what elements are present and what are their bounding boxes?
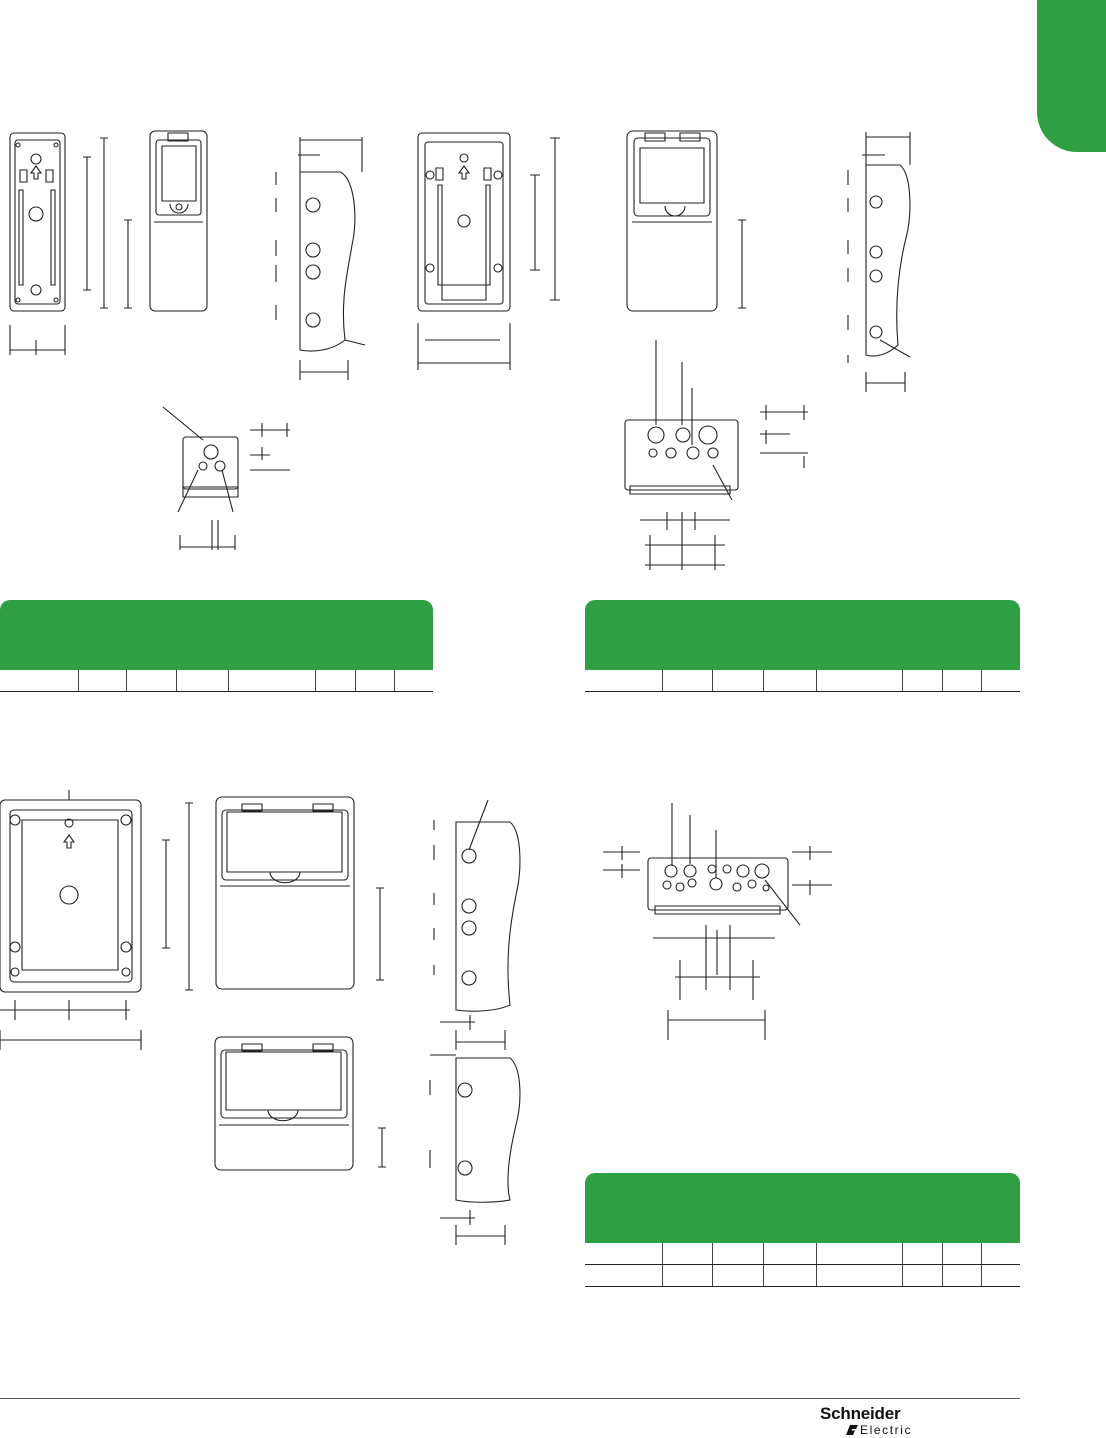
drawing-enclosure-1-front xyxy=(124,131,207,311)
footer-rule xyxy=(0,1398,1020,1399)
table-row xyxy=(0,670,433,692)
table-header-row xyxy=(585,600,1020,670)
drawing-enclosure-2-front xyxy=(627,131,746,311)
drawing-enclosure-1-back xyxy=(10,133,108,355)
drawing-enclosure-1-bottom xyxy=(163,407,290,550)
drawing-enclosure-3-back xyxy=(0,790,193,1050)
table-row xyxy=(585,670,1020,692)
drawing-enclosure-2-back xyxy=(418,133,560,370)
drawing-enclosure-2-side xyxy=(848,132,910,392)
spec-table-2 xyxy=(585,600,1020,692)
schneider-electric-logo-icon xyxy=(846,1425,858,1435)
section-tab xyxy=(1037,0,1106,152)
spec-table-3 xyxy=(585,1173,1020,1287)
brand-subtitle: Electric xyxy=(860,1423,913,1437)
brand-logo: Schneider Electric xyxy=(820,1404,930,1438)
drawing-enclosure-3-side xyxy=(434,800,520,1050)
drawing-enclosure-2-bottom xyxy=(625,340,808,570)
table-header-row xyxy=(585,1173,1020,1243)
brand-name: Schneider xyxy=(820,1404,901,1423)
table-row xyxy=(585,1243,1020,1265)
drawing-enclosure-4-front xyxy=(215,1037,386,1170)
table-row xyxy=(585,1264,1020,1287)
table-header-row xyxy=(0,600,433,670)
drawing-enclosure-4-side xyxy=(430,1055,520,1245)
drawing-enclosure-1-side xyxy=(276,137,365,380)
spec-table-1 xyxy=(0,600,433,692)
drawing-enclosure-3-bottom xyxy=(603,803,832,1040)
drawing-enclosure-3-front xyxy=(216,797,384,989)
